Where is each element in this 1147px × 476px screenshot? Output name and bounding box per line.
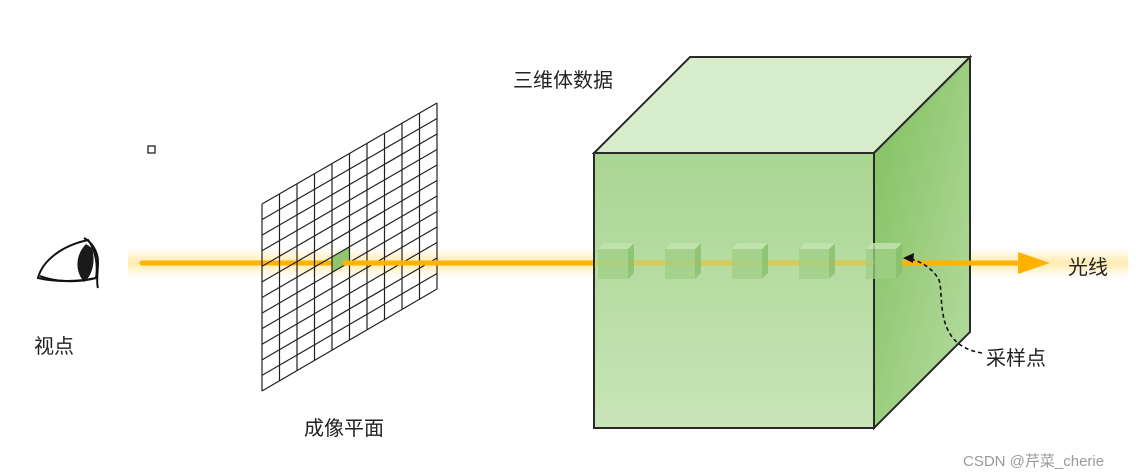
sample-point: [732, 243, 768, 279]
grid-line-horizontal: [261, 272, 438, 376]
image-plane-label: 成像平面: [304, 416, 384, 440]
volume-cube: [591, 54, 973, 431]
grid-line-horizontal: [261, 226, 438, 330]
sample-points-label: 采样点: [986, 346, 1046, 370]
cube-front-face: [593, 152, 875, 429]
sample-point: [866, 243, 902, 279]
highlighted-pixel: [332, 246, 350, 273]
grid-line-horizontal: [261, 257, 438, 361]
volume-data-label: 三维体数据: [513, 68, 613, 92]
grid-line-horizontal: [261, 164, 438, 267]
grid-line-horizontal: [261, 288, 438, 392]
sample-points: [598, 243, 902, 279]
grid-line-horizontal: [261, 241, 438, 345]
ray-label: 光线: [1068, 255, 1108, 279]
grid-line-horizontal: [261, 102, 438, 205]
viewpoint-label: 视点: [34, 334, 74, 358]
sample-point: [799, 243, 835, 279]
ray-arrowhead: [1018, 252, 1050, 274]
sample-point-leader: [905, 257, 983, 354]
image-plane-grid: [261, 102, 438, 392]
grid-line-horizontal: [261, 117, 438, 221]
small-square-marker: [147, 145, 156, 154]
grid-line-horizontal: [261, 195, 438, 299]
grid-line-horizontal: [261, 148, 438, 252]
watermark: CSDN @芹菜_cherie: [963, 453, 1105, 470]
eye-icon: [36, 237, 100, 289]
leader-arrowhead: [903, 253, 914, 263]
grid-line-horizontal: [261, 179, 438, 283]
sample-point: [598, 243, 634, 279]
grid-line-horizontal: [261, 133, 438, 236]
sample-point: [665, 243, 701, 279]
